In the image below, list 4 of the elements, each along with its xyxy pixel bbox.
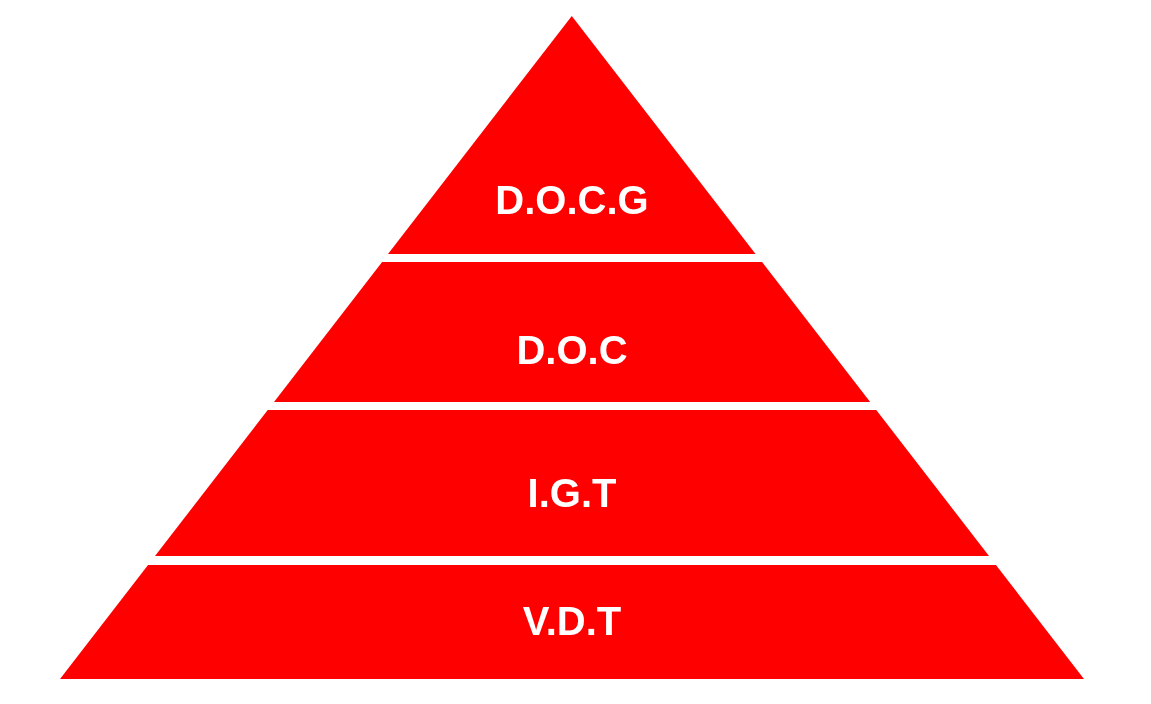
tier-label: D.O.C.G <box>495 180 649 220</box>
tier-label: D.O.C <box>516 330 628 370</box>
tier-label: V.D.T <box>522 601 622 641</box>
tier-label: I.G.T <box>527 473 617 513</box>
